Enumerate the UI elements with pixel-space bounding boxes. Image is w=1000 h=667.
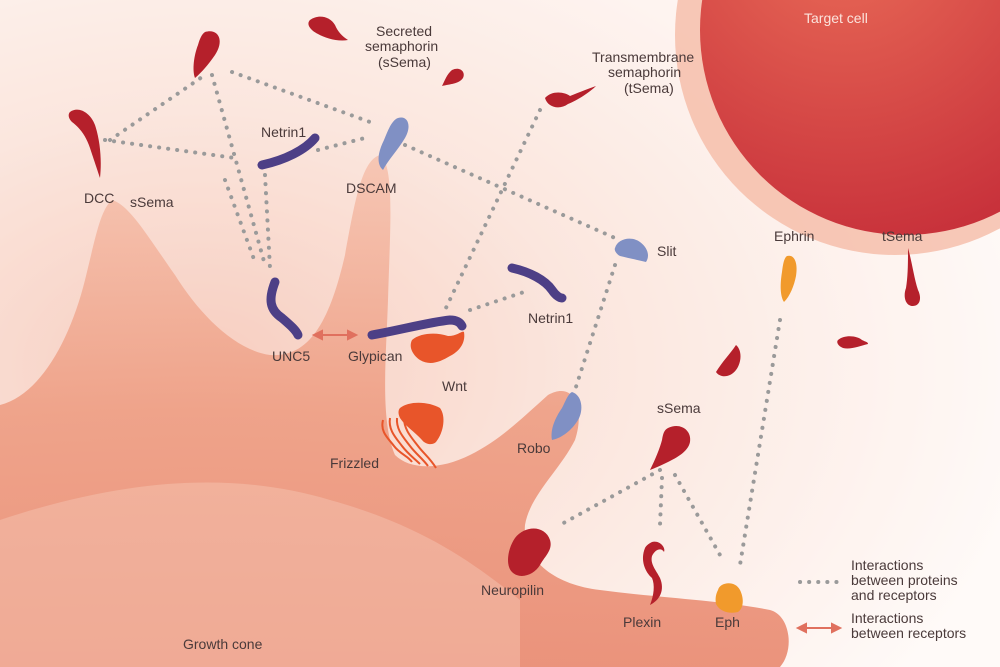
protein-receptor-interactions [103, 70, 782, 567]
tsema-receptor [904, 248, 921, 306]
labels: Target cell Secreted semaphorin (sSema) … [84, 10, 923, 652]
slit-label: Slit [657, 243, 677, 259]
ephrin-label: Ephrin [774, 228, 814, 244]
ssema-drop-3 [442, 68, 464, 86]
dscam-receptor [378, 117, 409, 170]
ssema-lower [650, 425, 691, 470]
trans-sema-label-1: Transmembrane [592, 49, 694, 65]
netrin1-mid [507, 263, 567, 303]
growth-cone-label: Growth cone [183, 636, 263, 652]
plexin-label: Plexin [623, 614, 661, 630]
tsema-drop-top [545, 86, 596, 108]
dscam-label: DSCAM [346, 180, 397, 196]
netrin1-top-label: Netrin1 [261, 124, 306, 140]
neuropilin-label: Neuropilin [481, 582, 544, 598]
legend-arrow-swatch [795, 622, 843, 634]
ssema-lower-label: sSema [657, 400, 701, 416]
glypican-label: Glypican [348, 348, 402, 364]
unc5-receptor [266, 277, 303, 340]
robo-receptor [551, 392, 582, 440]
legend-protein-2: between proteins [851, 572, 958, 588]
tsema-label: tSema [882, 228, 923, 244]
legend-receptor-1: Interactions [851, 610, 923, 626]
legend-protein-1: Interactions [851, 557, 923, 573]
secreted-sema-label-2: semaphorin [365, 38, 438, 54]
target-cell-label: Target cell [804, 10, 868, 26]
dcc-label: DCC [84, 190, 114, 206]
slit-ligand [614, 238, 648, 262]
secreted-sema-label-3: (sSema) [378, 54, 431, 70]
trans-sema-label-2: semaphorin [608, 64, 681, 80]
ssema-drop-1 [193, 31, 220, 79]
secreted-sema-label-1: Secreted [376, 23, 432, 39]
ssema-drop-2 [308, 16, 348, 41]
unc5-glypican-arrow [311, 329, 359, 341]
glypican-receptor [367, 315, 467, 340]
trans-sema-label-3: (tSema) [624, 80, 674, 96]
growth-cone [0, 155, 789, 667]
plexin-receptor [642, 541, 665, 605]
ssema-drop-5 [716, 345, 741, 377]
netrin1-mid-label: Netrin1 [528, 310, 573, 326]
legend: Interactions between proteins and recept… [795, 557, 966, 641]
unc5-label: UNC5 [272, 348, 310, 364]
eph-label: Eph [715, 614, 740, 630]
frizzled-receptor-coils [381, 417, 437, 469]
legend-protein-3: and receptors [851, 587, 937, 603]
robo-label: Robo [517, 440, 551, 456]
wnt-ligand [410, 331, 465, 363]
neuropilin-receptor [508, 528, 551, 576]
ssema-left-label: sSema [130, 194, 174, 210]
ephrin-ligand [780, 255, 797, 302]
frizzled-receptor-body [398, 402, 444, 445]
frizzled-label: Frizzled [330, 455, 379, 471]
legend-receptor-2: between receptors [851, 625, 966, 641]
eph-receptor [715, 583, 743, 613]
wnt-label: Wnt [442, 378, 467, 394]
netrin1-top [257, 133, 320, 170]
dcc-receptor [68, 109, 101, 178]
target-cell [700, 0, 1000, 235]
ssema-drop-4 [837, 336, 868, 349]
